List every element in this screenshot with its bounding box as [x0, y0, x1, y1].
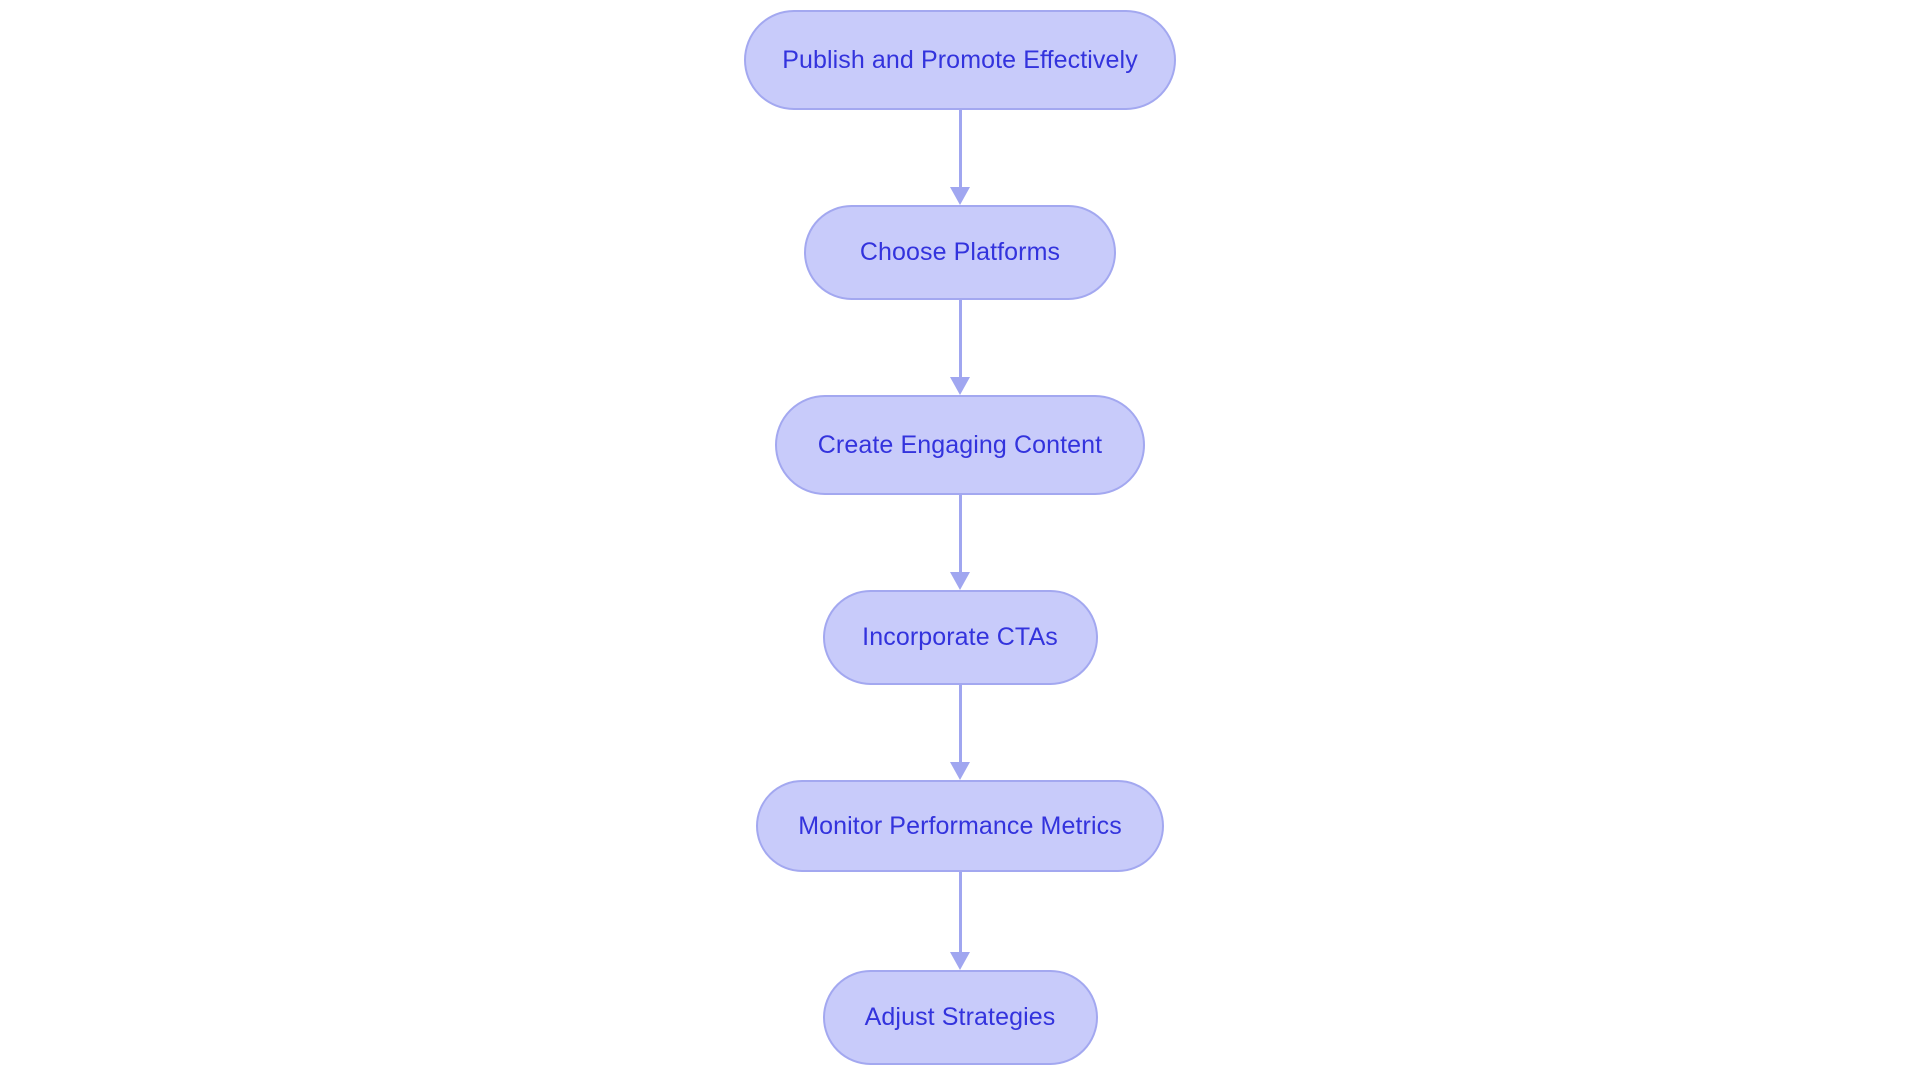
flow-connector-4 [949, 685, 971, 780]
flow-node-label: Create Engaging Content [817, 430, 1103, 459]
flow-node-label: Incorporate CTAs [862, 623, 1058, 651]
down-arrow-icon [950, 572, 970, 590]
flow-node-create-engaging-content[interactable]: Create Engaging Content [775, 395, 1145, 495]
flow-connector-3 [949, 495, 971, 590]
flow-node-monitor-performance-metrics[interactable]: Monitor Performance Metrics [756, 780, 1164, 872]
flow-node-label: Adjust Strategies [864, 1003, 1056, 1031]
down-arrow-icon [950, 952, 970, 970]
down-arrow-icon [950, 762, 970, 780]
down-arrow-icon [950, 187, 970, 205]
flow-node-incorporate-ctas[interactable]: Incorporate CTAs [822, 590, 1098, 685]
connector-line [958, 872, 962, 952]
flow-node-choose-platforms[interactable]: Choose Platforms [804, 205, 1116, 300]
connector-line [958, 110, 962, 187]
down-arrow-icon [950, 377, 970, 395]
connector-line [958, 300, 962, 377]
flow-connector-5 [949, 872, 971, 970]
flow-node-publish-and-promote-effectively[interactable]: Publish and Promote Effectively [744, 10, 1176, 110]
connector-line [958, 495, 962, 572]
flow-node-label: Publish and Promote Effectively [782, 45, 1138, 74]
flow-connector-1 [949, 110, 971, 205]
flow-node-label: Choose Platforms [859, 238, 1061, 266]
flow-node-label: Monitor Performance Metrics [798, 811, 1122, 840]
flow-node-adjust-strategies[interactable]: Adjust Strategies [822, 970, 1098, 1065]
flow-connector-2 [949, 300, 971, 395]
connector-line [958, 685, 962, 762]
